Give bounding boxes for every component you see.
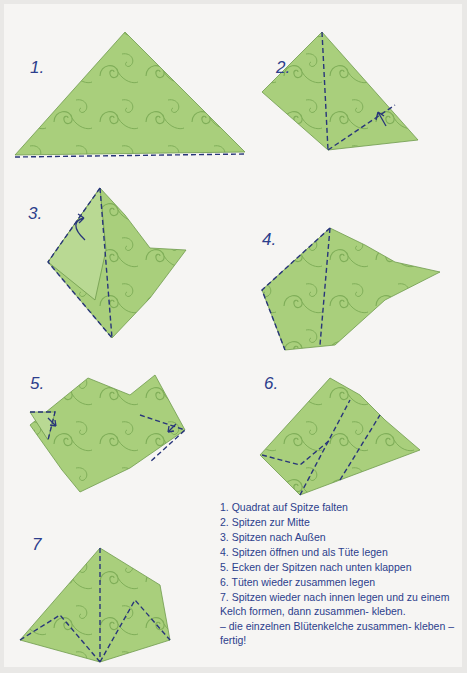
step-number: 5. [30,374,44,394]
step-number: 1. [30,58,44,78]
step-number: 7 [32,535,41,555]
instruction-text: 3. Spitzen nach Außen [220,530,458,544]
instruction-text: 7. Spitzen wieder nach innen legen und z… [220,590,458,618]
instruction-text: 5. Ecken der Spitzen nach unten klappen [220,560,458,574]
instruction-text: 6. Tüten wieder zusammen legen [220,575,458,589]
step-number: 2. [276,58,290,78]
instruction-text: 2. Spitzen zur Mitte [220,515,458,529]
step-number: 6. [264,374,278,394]
step-number: 3. [28,204,42,224]
instruction-text: – die einzelnen Blütenkelche zusammen- k… [220,619,458,647]
instruction-text: 1. Quadrat auf Spitze falten [220,500,458,514]
step-number: 4. [262,230,276,250]
instruction-text: 4. Spitzen öffnen und als Tüte legen [220,545,458,559]
